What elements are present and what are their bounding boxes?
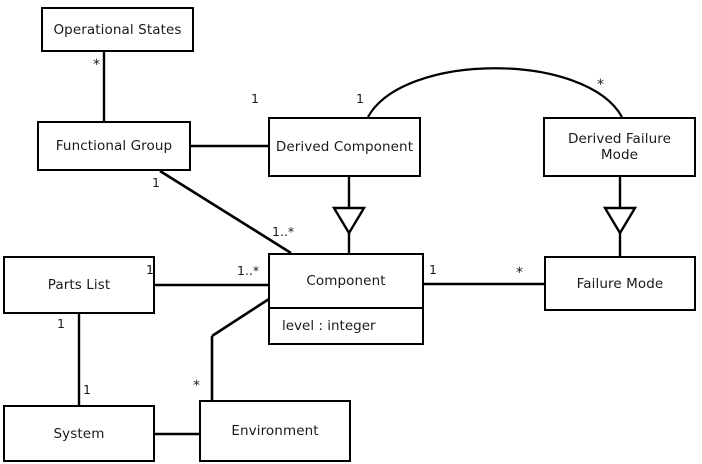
class-box-derived-component[interactable]: Derived Component — [268, 117, 421, 177]
class-box-derived-failure-mode[interactable]: Derived Failure Mode — [543, 117, 696, 177]
class-name-derived-component: Derived Component — [275, 139, 414, 155]
multiplicity-label-fg-component-one: 1 — [152, 175, 160, 190]
generalization-triangle-component — [331, 206, 367, 236]
class-box-component[interactable]: Component level : integer — [268, 253, 424, 345]
class-attribute-component-level: level : integer — [270, 307, 422, 343]
class-box-system[interactable]: System — [3, 405, 155, 462]
multiplicity-label-opstates-star: * — [93, 57, 100, 73]
edge-functionalgroup-component — [159, 169, 292, 255]
class-box-operational-states[interactable]: Operational States — [41, 7, 194, 52]
multiplicity-label-component-fm-one: 1 — [429, 262, 437, 277]
multiplicity-label-arc-dfm-star: * — [597, 77, 604, 93]
class-name-system: System — [53, 425, 105, 442]
multiplicity-label-fg-component-onestar: 1..* — [272, 224, 295, 239]
multiplicity-label-partslist-system-one-bot: 1 — [83, 382, 91, 397]
class-box-environment[interactable]: Environment — [199, 400, 351, 462]
class-box-failure-mode[interactable]: Failure Mode — [544, 256, 696, 311]
class-name-parts-list: Parts List — [47, 277, 111, 293]
class-box-parts-list[interactable]: Parts List — [3, 256, 155, 314]
class-box-functional-group[interactable]: Functional Group — [37, 121, 191, 171]
multiplicity-label-partslist-one: 1 — [146, 262, 154, 277]
multiplicity-label-arc-dc-one: 1 — [356, 91, 364, 106]
multiplicity-label-fg-dc-one: 1 — [251, 91, 259, 106]
edge-environment-component-diagonal — [211, 297, 270, 338]
class-name-failure-mode: Failure Mode — [576, 275, 664, 292]
class-name-operational-states: Operational States — [53, 21, 182, 38]
class-name-functional-group: Functional Group — [55, 138, 173, 154]
class-name-derived-failure-mode: Derived Failure Mode — [567, 131, 672, 163]
multiplicity-label-partslist-component-star: 1..* — [237, 263, 260, 278]
class-name-environment: Environment — [231, 423, 319, 439]
class-name-component: Component — [306, 273, 386, 289]
edge-derivedcomponent-derivedfailuremode — [367, 67, 623, 118]
generalization-triangle-failure-mode — [602, 206, 638, 236]
multiplicity-label-partslist-system-one-top: 1 — [57, 316, 65, 331]
multiplicity-label-environment-star: * — [193, 378, 200, 394]
multiplicity-label-component-fm-star: * — [516, 265, 523, 281]
